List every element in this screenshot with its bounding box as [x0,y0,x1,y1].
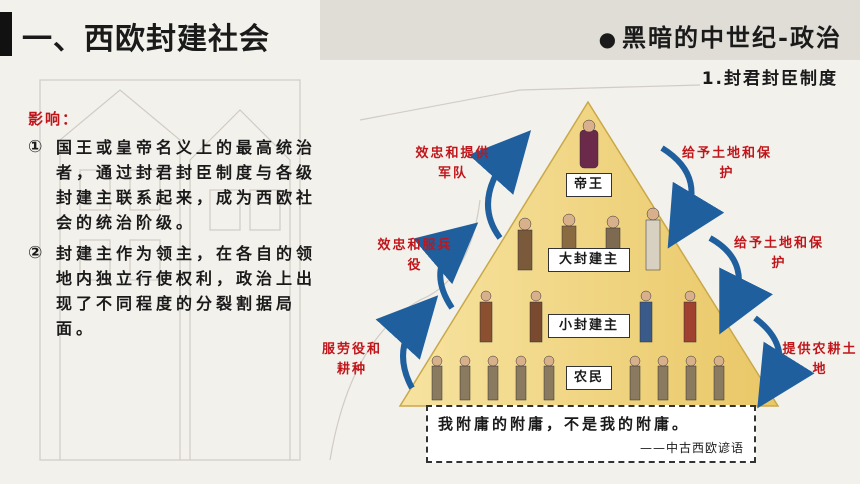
title-accent-bar [0,12,12,56]
proverb-quote-box: 我附庸的附庸，不是我的附庸。 ——中古西欧谚语 [426,405,756,463]
influence-section: 影响： ① 国王或皇帝名义上的最高统治者，通过封君封臣制度与各级封建主联系起来，… [28,108,328,347]
right-arrow-3 [753,315,815,409]
influence-point: ① 国王或皇帝名义上的最高统治者，通过封君封臣制度与各级封建主联系起来，成为西欧… [28,135,328,235]
left-arrow-3 [375,295,439,390]
influence-label: 影响： [28,110,80,128]
peasant-figures [431,355,725,401]
right-arrow-2 [708,235,773,335]
left-label-3: 服劳役和耕种 [321,342,382,377]
subtitle-text: 黑暗的中世纪-政治 [622,23,842,52]
tier-small-lord: 小封建主 [548,314,630,338]
right-arrow-1 [660,145,725,249]
right-label-1: 给予土地和保护 [681,146,772,181]
right-label-3: 提供农耕土地 [782,342,858,377]
sub-heading: 1.封君封臣制度 [701,69,838,89]
point-number: ② [28,243,43,263]
small-lord-figures [479,290,697,343]
tier-great-lord: 大封建主 [548,248,630,272]
point-number: ① [28,137,43,157]
point-text: 封建主作为领主，在各自的领地内独立行使权利，政治上出现了不同程度的分裂割据局面。 [56,244,317,338]
proverb-source: ——中古西欧谚语 [639,441,744,455]
tier-peasant: 农民 [566,366,612,390]
left-label-1: 效忠和提供军队 [415,146,491,181]
bullet-dot-icon: ● [598,27,619,51]
emperor-figure [579,119,599,169]
influence-point: ② 封建主作为领主，在各自的领地内独立行使权利，政治上出现了不同程度的分裂割据局… [28,241,328,341]
left-arrow-1 [468,130,532,240]
page-title: 一、西欧封建社会 [22,22,270,57]
left-label-2: 效忠和服兵役 [377,238,453,273]
right-label-2: 给予土地和保护 [733,236,824,271]
proverb-text: 我附庸的附庸，不是我的附庸。 [438,415,691,433]
point-text: 国王或皇帝名义上的最高统治者，通过封君封臣制度与各级封建主联系起来，成为西欧社会… [56,138,317,232]
left-arrow-2 [413,222,479,310]
tier-emperor: 帝王 [566,173,612,197]
section-subtitle: ●黑暗的中世纪-政治 [599,18,842,53]
